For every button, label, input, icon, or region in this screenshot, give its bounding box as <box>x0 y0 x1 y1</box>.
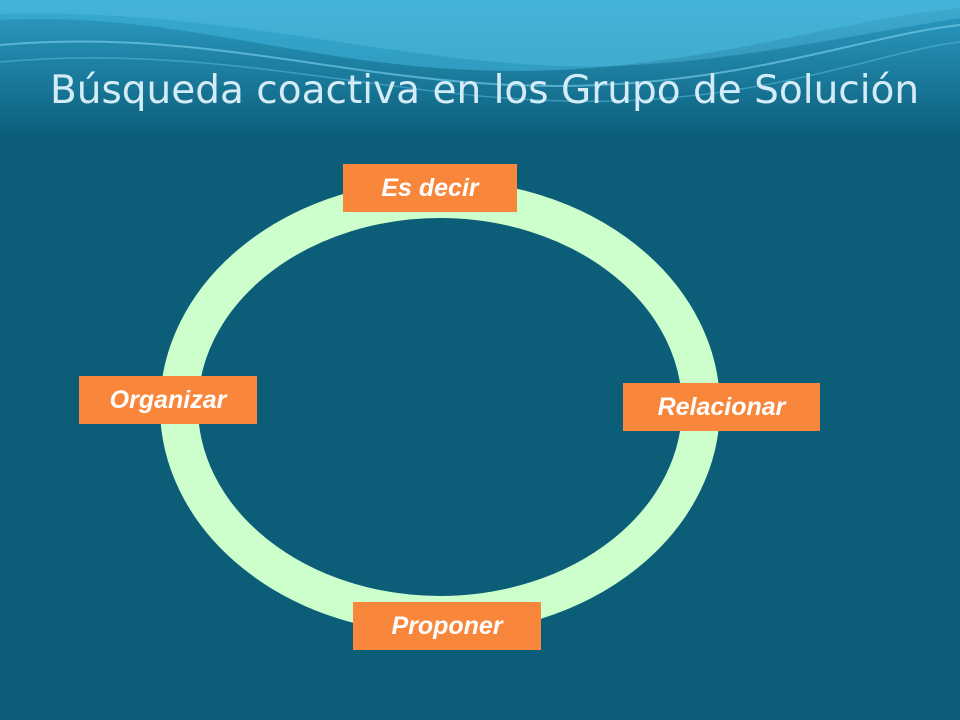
label-relacionar-text: Relacionar <box>657 392 786 421</box>
problem-statement: Problema 1: Cómo hacemos juntos para ten… <box>279 321 597 415</box>
label-es-decir-text: Es decir <box>381 173 479 202</box>
label-relacionar: Relacionar <box>623 383 820 431</box>
header-wave-decoration <box>0 0 960 140</box>
label-es-decir: Es decir <box>343 164 517 212</box>
label-organizar: Organizar <box>79 376 257 424</box>
label-proponer-text: Proponer <box>391 611 503 640</box>
slide-title: Búsqueda coactiva en los Grupo de Soluci… <box>50 68 920 113</box>
label-organizar-text: Organizar <box>109 385 227 414</box>
label-proponer: Proponer <box>353 602 541 650</box>
